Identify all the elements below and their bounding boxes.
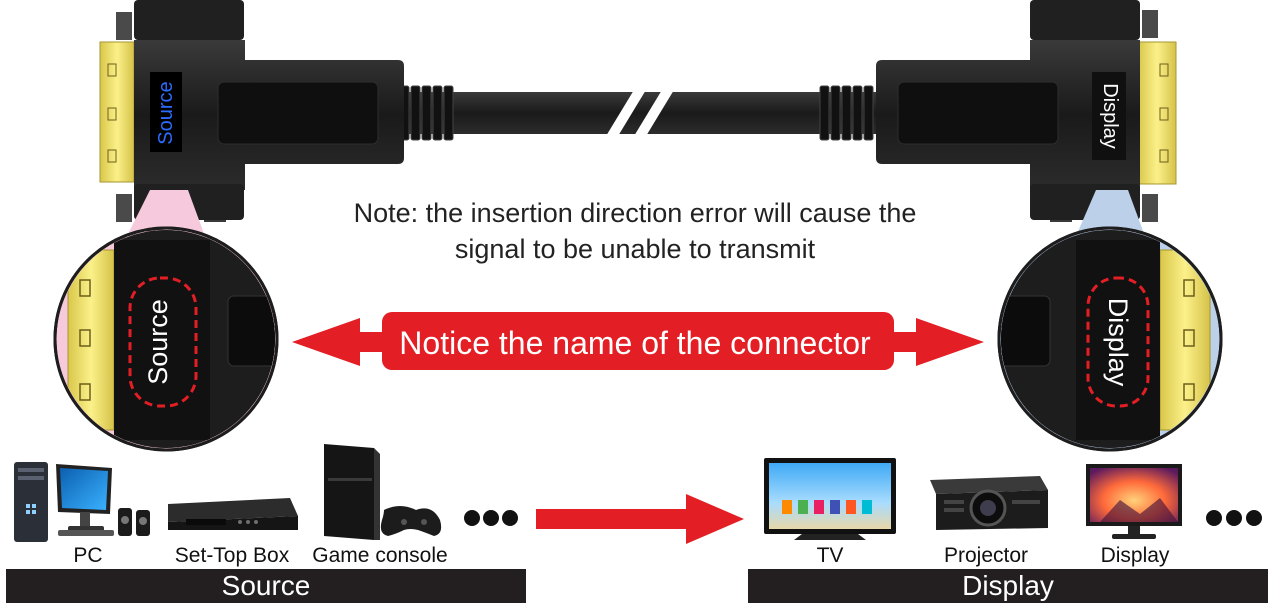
display-connector (876, 0, 1177, 222)
note-line-1: Note: the insertion direction error will… (353, 198, 917, 228)
more-source-dots (464, 510, 518, 526)
note-text: Note: the insertion direction error will… (250, 195, 1020, 267)
source-connector-label: Source (155, 81, 177, 145)
display-zoom-callout (997, 190, 1223, 452)
tv-label: TV (816, 544, 844, 567)
monitor-icon (1086, 464, 1182, 539)
notice-double-arrow (292, 312, 984, 370)
source-bar: Source (6, 569, 526, 603)
projector-label: Projector (943, 544, 1029, 567)
set-top-box-icon (168, 498, 298, 530)
flow-arrow (536, 494, 744, 544)
cable (399, 80, 880, 146)
zoom-source-label: Source (143, 299, 173, 385)
source-connector (99, 0, 404, 222)
notice-banner-text: Notice the name of the connector (399, 325, 871, 361)
tv-icon (764, 458, 896, 540)
pc-label: PC (73, 544, 103, 567)
display-bar: Display (748, 569, 1268, 603)
pc-icon (14, 462, 150, 542)
zoom-display-label: Display (1103, 297, 1133, 387)
note-line-2: signal to be unable to transmit (454, 234, 816, 264)
source-zoom-callout (53, 190, 279, 452)
game-console-label: Game console (312, 544, 448, 567)
set-top-box-label: Set-Top Box (174, 544, 290, 567)
display-device-label: Display (1100, 544, 1170, 567)
more-display-dots (1206, 510, 1262, 526)
display-connector-label: Display (1099, 83, 1121, 149)
game-console-icon (324, 444, 442, 540)
projector-icon (930, 476, 1048, 530)
